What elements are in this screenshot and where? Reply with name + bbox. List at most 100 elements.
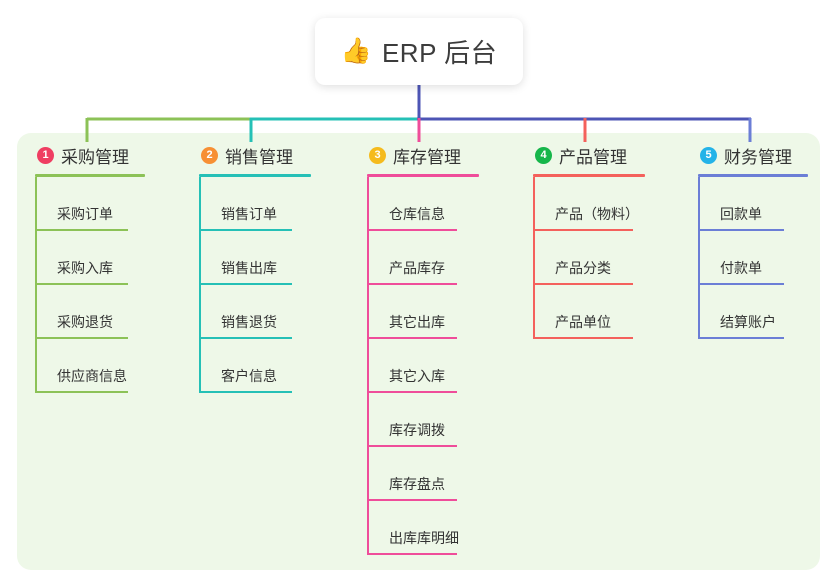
leaf-item--[interactable]: 仓库信息	[367, 177, 479, 231]
leaf-item--[interactable]: 销售退货	[199, 285, 311, 339]
leaf-item-label: 供应商信息	[57, 368, 127, 384]
leaf-item-rule	[367, 499, 457, 501]
leaf-item--[interactable]: 付款单	[698, 231, 808, 285]
column-items-1: 采购订单采购入库采购退货供应商信息	[35, 177, 145, 393]
leaf-item-label: 销售订单	[221, 206, 277, 222]
leaf-item-rule	[199, 337, 292, 339]
leaf-item--[interactable]: 产品库存	[367, 231, 479, 285]
column-5: 5 财务管理回款单付款单结算账户	[698, 142, 808, 339]
root-node-label: ERP 后台	[381, 38, 498, 68]
leaf-item--[interactable]: 产品单位	[533, 285, 645, 339]
leaf-item-rule	[698, 283, 784, 285]
leaf-item-label: 付款单	[720, 260, 762, 276]
column-title-3: 库存管理	[393, 147, 461, 167]
column-header-2[interactable]: 2 销售管理	[199, 142, 311, 168]
column-rule-5	[698, 174, 808, 177]
thumbs-up-icon: 👍	[340, 37, 372, 65]
column-spine-3	[367, 177, 369, 555]
leaf-item-rule	[199, 283, 292, 285]
leaf-item-rule	[367, 229, 457, 231]
leaf-item-label: 库存盘点	[389, 476, 445, 492]
column-3: 3 库存管理仓库信息产品库存其它出库其它入库库存调拨库存盘点出库库明细	[367, 142, 479, 555]
column-rule-1	[35, 174, 145, 177]
column-header-5[interactable]: 5 财务管理	[698, 142, 808, 168]
column-spine-5	[698, 177, 700, 339]
leaf-item--[interactable]: 库存盘点	[367, 447, 479, 501]
leaf-item-rule	[533, 229, 633, 231]
leaf-item-label: 销售出库	[221, 260, 277, 276]
leaf-item-label: 产品单位	[555, 314, 611, 330]
leaf-item-label: 出库库明细	[389, 530, 459, 546]
leaf-item-rule	[367, 283, 457, 285]
leaf-item-rule	[199, 391, 292, 393]
leaf-item-label: 产品库存	[389, 260, 445, 276]
diagram-panel	[17, 133, 820, 570]
leaf-item--[interactable]: 库存调拨	[367, 393, 479, 447]
leaf-item--[interactable]: 销售出库	[199, 231, 311, 285]
leaf-item--[interactable]: 出库库明细	[367, 501, 479, 555]
leaf-item-rule	[199, 229, 292, 231]
column-badge-5: 5	[700, 146, 717, 164]
column-title-2: 销售管理	[225, 147, 293, 167]
leaf-item-rule	[35, 337, 128, 339]
leaf-item-rule	[367, 553, 457, 555]
leaf-item-label: 销售退货	[221, 314, 277, 330]
leaf-item-rule	[533, 337, 633, 339]
column-badge-2: 2	[201, 146, 218, 164]
leaf-item-rule	[35, 283, 128, 285]
leaf-item-rule	[698, 229, 784, 231]
column-header-4[interactable]: 4 产品管理	[533, 142, 645, 168]
leaf-item-label: 产品分类	[555, 260, 611, 276]
root-node[interactable]: 👍 ERP 后台	[315, 18, 523, 85]
leaf-item--[interactable]: 采购退货	[35, 285, 145, 339]
column-spine-4	[533, 177, 535, 339]
leaf-item--[interactable]: 产品（物料）	[533, 177, 645, 231]
column-rule-4	[533, 174, 645, 177]
leaf-item--[interactable]: 其它入库	[367, 339, 479, 393]
column-title-5: 财务管理	[724, 147, 792, 167]
leaf-item--[interactable]: 销售订单	[199, 177, 311, 231]
column-2: 2 销售管理销售订单销售出库销售退货客户信息	[199, 142, 311, 393]
column-items-5: 回款单付款单结算账户	[698, 177, 808, 339]
leaf-item-rule	[367, 445, 457, 447]
leaf-item-label: 库存调拨	[389, 422, 445, 438]
leaf-item--[interactable]: 结算账户	[698, 285, 808, 339]
column-rule-3	[367, 174, 479, 177]
column-spine-1	[35, 177, 37, 393]
leaf-item-label: 客户信息	[221, 368, 277, 384]
leaf-item--[interactable]: 产品分类	[533, 231, 645, 285]
leaf-item-rule	[35, 229, 128, 231]
leaf-item-label: 采购订单	[57, 206, 113, 222]
column-title-4: 产品管理	[559, 147, 627, 167]
leaf-item--[interactable]: 采购订单	[35, 177, 145, 231]
leaf-item--[interactable]: 其它出库	[367, 285, 479, 339]
leaf-item--[interactable]: 回款单	[698, 177, 808, 231]
column-badge-4: 4	[535, 146, 552, 164]
column-items-4: 产品（物料） 产品分类产品单位	[533, 177, 645, 339]
column-header-3[interactable]: 3 库存管理	[367, 142, 479, 168]
leaf-item-label: 采购入库	[57, 260, 113, 276]
leaf-item-rule	[35, 391, 128, 393]
leaf-item-label: 仓库信息	[389, 206, 445, 222]
leaf-item-label: 回款单	[720, 206, 762, 222]
leaf-item-label: 其它入库	[389, 368, 445, 384]
leaf-item-rule	[367, 337, 457, 339]
leaf-item-rule	[367, 391, 457, 393]
column-4: 4 产品管理产品（物料） 产品分类产品单位	[533, 142, 645, 339]
column-title-1: 采购管理	[61, 147, 129, 167]
column-rule-2	[199, 174, 311, 177]
leaf-item-label: 其它出库	[389, 314, 445, 330]
leaf-item--[interactable]: 供应商信息	[35, 339, 145, 393]
column-items-2: 销售订单销售出库销售退货客户信息	[199, 177, 311, 393]
leaf-item-rule	[698, 337, 784, 339]
leaf-item-label: 产品（物料）	[555, 206, 639, 222]
leaf-item-rule	[533, 283, 633, 285]
leaf-item-label: 采购退货	[57, 314, 113, 330]
column-badge-3: 3	[369, 146, 386, 164]
column-items-3: 仓库信息产品库存其它出库其它入库库存调拨库存盘点出库库明细	[367, 177, 479, 555]
leaf-item--[interactable]: 客户信息	[199, 339, 311, 393]
leaf-item--[interactable]: 采购入库	[35, 231, 145, 285]
leaf-item-label: 结算账户	[720, 314, 776, 330]
